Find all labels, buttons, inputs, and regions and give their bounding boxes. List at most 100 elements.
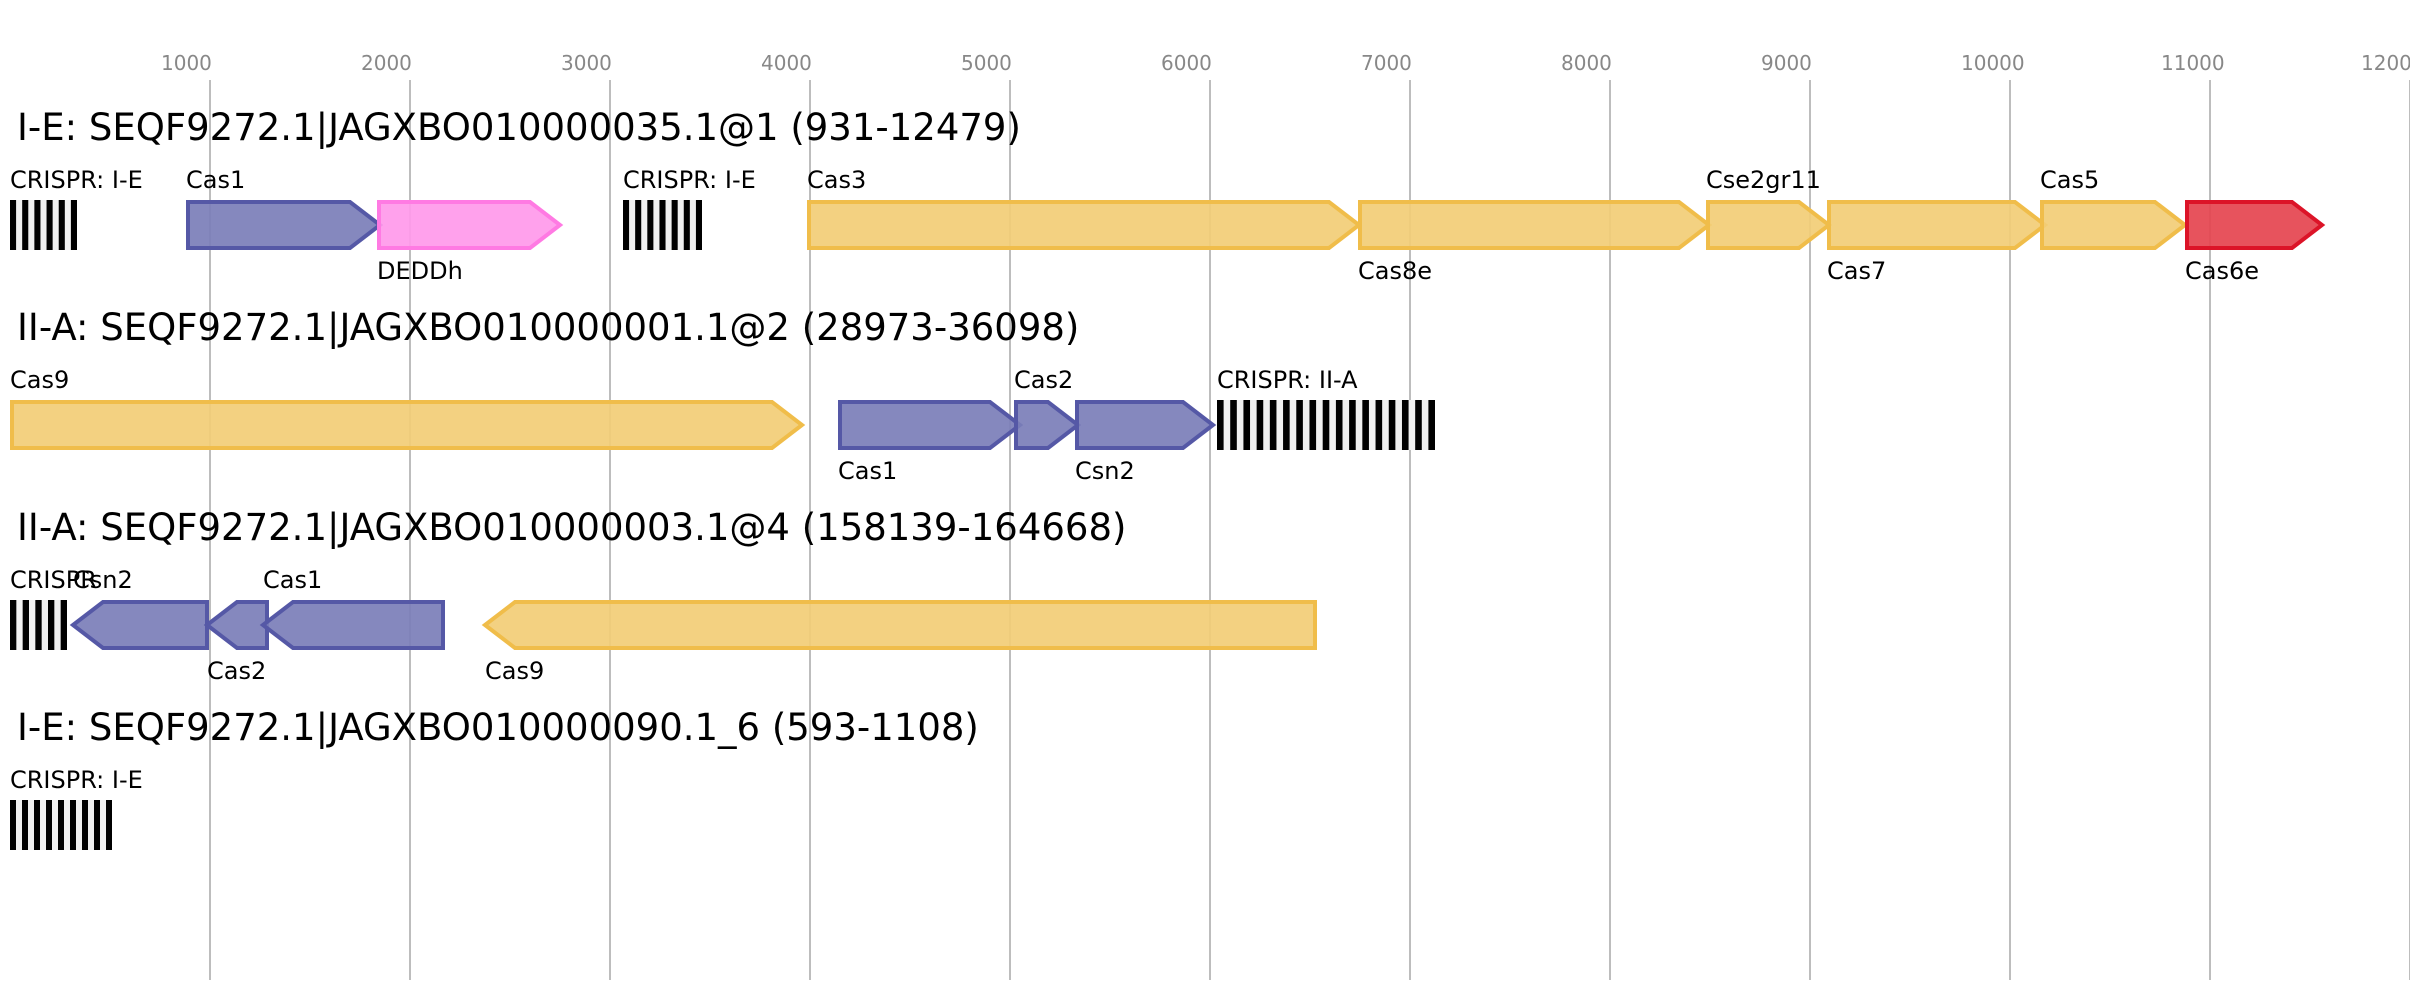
gene-cas1[interactable]: Cas1 <box>838 400 1024 485</box>
crispr-repeat <box>1269 400 1277 450</box>
crispr-repeat <box>1256 400 1264 450</box>
gene-label: Cas9 <box>10 366 69 394</box>
crispr-repeat <box>1309 400 1317 450</box>
gene-arrow[interactable] <box>1075 400 1217 450</box>
crispr-repeat <box>1230 400 1237 450</box>
crispr-repeat <box>683 200 690 250</box>
gene-cas7[interactable]: Cas7 <box>1827 200 2049 285</box>
axis-tick-label: 11000 <box>2161 51 2225 75</box>
crispr-repeat <box>94 800 100 850</box>
gene-csn2[interactable]: Csn2 <box>1075 400 1217 485</box>
crispr-repeat <box>659 200 666 250</box>
crispr-repeat <box>1243 400 1251 450</box>
gene-cas9[interactable]: Cas9 <box>10 366 806 450</box>
track-title: I-E: SEQF9272.1|JAGXBO010000090.1_6 (593… <box>17 706 979 749</box>
gene-label: Cas1 <box>263 566 322 594</box>
tracks: I-E: SEQF9272.1|JAGXBO010000035.1@1 (931… <box>10 106 2326 850</box>
crispr-repeat <box>82 800 88 850</box>
crispr-repeat <box>635 200 642 250</box>
crispr-repeat <box>1375 400 1383 450</box>
crispr-repeat <box>60 600 67 650</box>
crispr-repeat <box>695 200 702 250</box>
axis-tick-label: 1000 <box>161 51 212 75</box>
gene-arrow[interactable] <box>69 600 209 650</box>
crispr-label: CRISPR: I-E <box>10 766 143 794</box>
gene-label: Cas3 <box>807 166 866 194</box>
gene-csn2[interactable]: Csn2 <box>69 566 209 650</box>
gene-label: Cas7 <box>1827 257 1886 285</box>
gene-cas9[interactable]: Cas9 <box>481 600 1317 685</box>
gene-label: Cas2 <box>207 657 266 685</box>
crispr-repeat <box>35 600 42 650</box>
gene-label: Cse2gr11 <box>1706 166 1821 194</box>
gene-cse2gr11[interactable]: Cse2gr11 <box>1706 166 1833 250</box>
gene-arrow[interactable] <box>1358 200 1713 250</box>
track: II-A: SEQF9272.1|JAGXBO010000001.1@2 (28… <box>10 306 1435 485</box>
crispr-repeat <box>1362 400 1369 450</box>
crispr-array[interactable]: CRISPR: I-E <box>623 166 756 250</box>
gene-arrow[interactable] <box>807 200 1363 250</box>
crispr-repeat <box>1428 400 1435 450</box>
gene-arrow[interactable] <box>259 600 445 650</box>
axis-tick-label: 7000 <box>1361 51 1412 75</box>
gene-arrow[interactable] <box>838 400 1024 450</box>
crispr-array[interactable]: CRISPR: II-A <box>1217 366 1435 450</box>
crispr-repeat <box>1283 400 1290 450</box>
gene-arrow[interactable] <box>1827 200 2049 250</box>
axis-tick-label: 12000 <box>2361 51 2410 75</box>
crispr-repeat <box>22 200 29 250</box>
gene-arrow[interactable] <box>2185 200 2326 250</box>
gene-cas6e[interactable]: Cas6e <box>2185 200 2326 285</box>
gene-cas5[interactable]: Cas5 <box>2040 166 2189 250</box>
crispr-label: CRISPR <box>10 566 97 594</box>
crispr-repeat <box>70 800 76 850</box>
crispr-repeat <box>1335 400 1343 450</box>
crispr-repeat <box>22 800 28 850</box>
gene-arrow[interactable] <box>186 200 384 250</box>
crispr-repeat <box>1296 400 1303 450</box>
crispr-repeat <box>70 200 77 250</box>
gene-label: Cas9 <box>485 657 544 685</box>
gene-label: Csn2 <box>1075 457 1135 485</box>
crispr-repeat <box>10 800 16 850</box>
crispr-array[interactable]: CRISPR: I-E <box>10 766 143 850</box>
gene-arrow[interactable] <box>481 600 1317 650</box>
gene-deddh[interactable]: DEDDh <box>377 200 564 285</box>
track: I-E: SEQF9272.1|JAGXBO010000035.1@1 (931… <box>10 106 2326 285</box>
gene-cas8e[interactable]: Cas8e <box>1358 200 1713 285</box>
crispr-label: CRISPR: I-E <box>10 166 143 194</box>
axis-tick-label: 2000 <box>361 51 412 75</box>
gene-cas3[interactable]: Cas3 <box>807 166 1363 250</box>
crispr-array[interactable]: CRISPR <box>10 566 97 650</box>
gene-cas2[interactable]: Cas2 <box>1014 366 1082 450</box>
crispr-repeat <box>22 600 29 650</box>
crispr-label: CRISPR: II-A <box>1217 366 1358 394</box>
gene-label: Cas1 <box>186 166 245 194</box>
axis-tick-label: 9000 <box>1761 51 1812 75</box>
gene-cas2[interactable]: Cas2 <box>203 600 269 685</box>
gene-label: DEDDh <box>377 257 463 285</box>
crispr-repeat <box>10 200 17 250</box>
crispr-spacer-background <box>10 200 77 250</box>
gene-arrow[interactable] <box>203 600 269 650</box>
gene-arrow[interactable] <box>10 400 806 450</box>
gene-arrow[interactable] <box>377 200 564 250</box>
gene-cas1[interactable]: Cas1 <box>186 166 384 250</box>
gene-cas1[interactable]: Cas1 <box>259 566 445 650</box>
crispr-repeat <box>34 200 41 250</box>
gene-arrow[interactable] <box>1706 200 1833 250</box>
crispr-repeat <box>1388 400 1396 450</box>
crispr-repeat <box>34 800 40 850</box>
crispr-repeat <box>1349 400 1356 450</box>
axis-tick-label: 8000 <box>1561 51 1612 75</box>
crispr-array[interactable]: CRISPR: I-E <box>10 166 143 250</box>
crispr-repeat <box>46 200 53 250</box>
track: I-E: SEQF9272.1|JAGXBO010000090.1_6 (593… <box>10 706 979 850</box>
gene-arrow[interactable] <box>2040 200 2189 250</box>
crispr-repeat <box>1322 400 1330 450</box>
gene-label: Cas5 <box>2040 166 2099 194</box>
gene-arrow[interactable] <box>1014 400 1082 450</box>
crispr-label: CRISPR: I-E <box>623 166 756 194</box>
